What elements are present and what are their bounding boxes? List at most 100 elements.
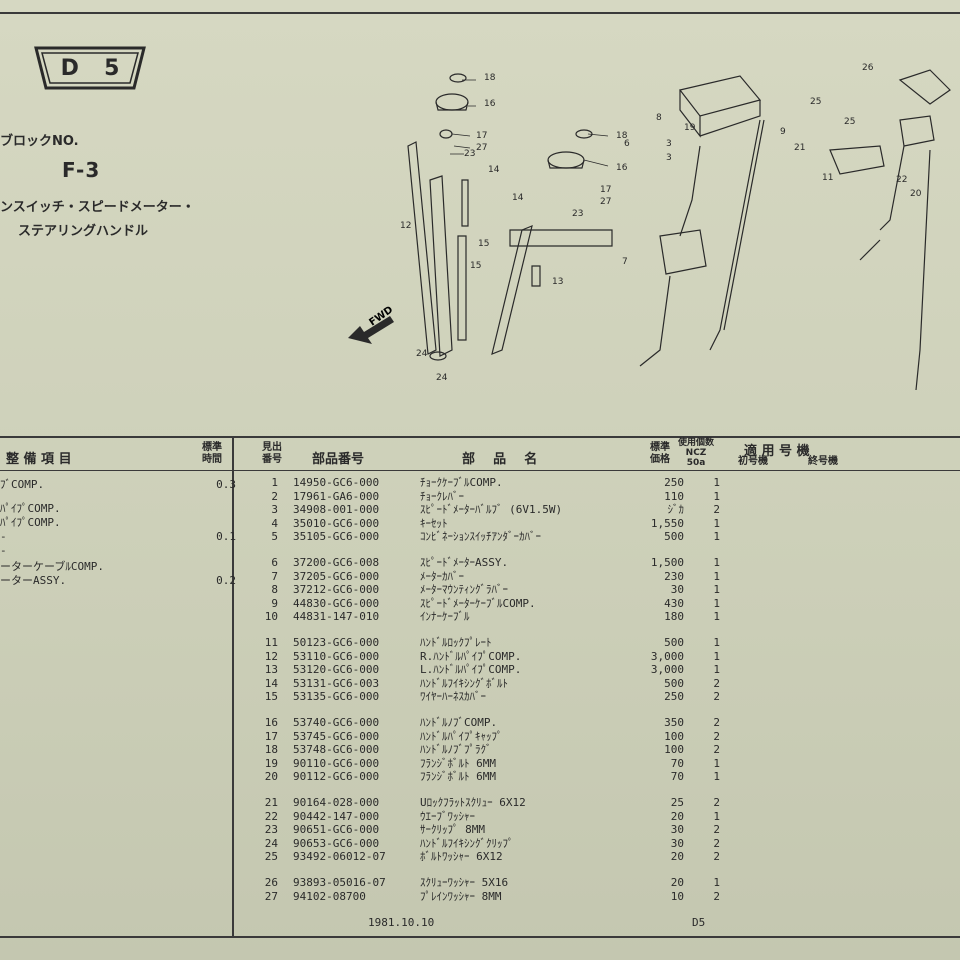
part-number: 34908-001-000 <box>293 503 380 517</box>
part-number: 93492-06012-07 <box>293 850 386 864</box>
quantity: 1 <box>713 596 720 610</box>
part-name: ﾊﾝﾄﾞﾙﾌｲｷｼﾝｸﾞｸﾘｯﾌﾟ <box>420 836 514 850</box>
maintenance-item: ーターASSY. <box>0 574 67 587</box>
ref-number: 18 <box>264 743 278 757</box>
part-number: 17961-GA6-000 <box>293 489 380 503</box>
part-name: ﾒｰﾀｰｶﾊﾞｰ <box>420 569 464 583</box>
std-price: 30 <box>670 836 684 850</box>
part-number: 94102-08700 <box>293 889 366 903</box>
ref-number: 19 <box>264 756 278 770</box>
std-price: 250 <box>664 690 684 704</box>
ref-number: 17 <box>264 729 278 743</box>
ref-number: 25 <box>264 850 278 864</box>
std-price: 500 <box>664 530 684 544</box>
quantity: 2 <box>713 823 720 837</box>
part-name: ﾜｲﾔｰﾊｰﾈｽｶﾊﾞｰ <box>420 690 486 704</box>
part-number: 53748-GC6-000 <box>293 743 380 757</box>
std-price: 25 <box>670 796 684 809</box>
std-price: 10 <box>670 889 684 903</box>
callout-number: 17 <box>600 185 611 195</box>
callout-number: 26 <box>862 63 874 73</box>
ref-number: 3 <box>271 503 278 517</box>
maintenance-time: 0.2 <box>216 574 236 587</box>
quantity: 1 <box>713 489 720 503</box>
part-number: 37205-GC6-000 <box>293 569 380 583</box>
ref-number: 8 <box>271 583 278 597</box>
part-name: ｽﾋﾟｰﾄﾞﾒｰﾀｰｹｰﾌﾞﾙCOMP. <box>420 596 536 610</box>
part-number: 44830-GC6-000 <box>293 596 380 610</box>
part-name: ﾊﾝﾄﾞﾙﾉﾌﾞﾌﾟﾗｸﾞ <box>420 743 492 757</box>
table-bottom-border <box>0 936 960 938</box>
ref-number: 13 <box>264 663 278 677</box>
header-ref-no: 見出 番号 <box>262 442 282 465</box>
part-name: L.ﾊﾝﾄﾞﾙﾊﾟｲﾌﾟCOMP. <box>420 663 522 677</box>
table-row: 19 90110-GC6-000 ﾌﾗﾝｼﾞﾎﾞﾙﾄ 6MM 70 1 <box>0 757 960 771</box>
std-price: 250 <box>664 476 684 489</box>
badge-frame-icon <box>34 46 146 90</box>
quantity: 1 <box>713 569 720 583</box>
maintenance-item: ーターケーブﾙCOMP. <box>0 560 104 573</box>
callout-number: 24 <box>416 349 428 359</box>
quantity: 2 <box>713 716 720 729</box>
callout-number: 25 <box>844 117 855 127</box>
callout-number: 27 <box>600 197 611 207</box>
ref-number: 14 <box>264 676 278 690</box>
badge-left: D <box>60 55 79 81</box>
maintenance-item: - <box>0 544 7 557</box>
part-name: ｳｴｰﾌﾞﾜｯｼｬｰ <box>420 809 475 823</box>
part-name: ﾊﾝﾄﾞﾙﾌｲｷｼﾝｸﾞﾎﾞﾙﾄ <box>420 676 508 690</box>
part-name: ﾌﾗﾝｼﾞﾎﾞﾙﾄ 6MM <box>420 770 496 784</box>
table-top-border <box>0 436 960 438</box>
part-number: 53110-GC6-000 <box>293 649 380 663</box>
callout-number: 18 <box>484 73 496 83</box>
column-divider <box>232 436 234 936</box>
quantity: 1 <box>713 756 720 770</box>
part-name: ﾌﾗﾝｼﾞﾎﾞﾙﾄ 6MM <box>420 756 496 770</box>
quantity: 1 <box>713 583 720 597</box>
quantity: 2 <box>713 690 720 704</box>
callout-number: 7 <box>622 257 628 267</box>
maintenance-item: ﾊﾟｲﾌﾟCOMP. <box>0 502 61 515</box>
ref-number: 5 <box>271 530 278 544</box>
header-first-model: 初号機 <box>738 456 768 467</box>
maintenance-time: 0.3 <box>216 478 236 491</box>
part-name: ｲﾝﾅｰｹｰﾌﾞﾙ <box>420 610 470 624</box>
std-price: 430 <box>664 596 684 610</box>
callout-number: 15 <box>478 239 489 249</box>
ref-number: 27 <box>264 889 278 903</box>
ref-number: 24 <box>264 836 278 850</box>
quantity: 2 <box>713 503 720 517</box>
quantity: 1 <box>713 610 720 624</box>
callout-number: 16 <box>616 163 628 173</box>
quantity: 2 <box>713 796 720 809</box>
std-price: ｼﾞｶ <box>667 503 685 517</box>
callout-number: 27 <box>476 143 487 153</box>
header-models: 適 用 号 機 <box>744 444 810 459</box>
std-price: 70 <box>670 756 684 770</box>
std-price: 500 <box>664 636 684 649</box>
quantity: 2 <box>713 850 720 864</box>
part-name: ｽﾋﾟｰﾄﾞﾒｰﾀｰﾊﾞﾙﾌﾞ (6V1.5W) <box>420 503 563 517</box>
ref-number: 15 <box>264 690 278 704</box>
std-price: 500 <box>664 676 684 690</box>
quantity: 1 <box>713 530 720 544</box>
quantity: 2 <box>713 729 720 743</box>
callout-number: 22 <box>896 175 907 185</box>
part-number: 90110-GC6-000 <box>293 756 380 770</box>
callout-number: 25 <box>810 97 821 107</box>
header-std-time: 標準 時間 <box>202 442 222 465</box>
header-maint-item: 整 備 項 目 <box>6 452 72 467</box>
part-name: Uﾛｯｸﾌﾗｯﾄｽｸﾘｭｰ 6X12 <box>420 796 526 809</box>
part-number: 44831-147-010 <box>293 610 380 624</box>
block-title-line1: ンスイッチ・スピードメーター・ <box>0 200 195 215</box>
part-name: ﾊﾝﾄﾞﾙﾛｯｸﾌﾟﾚｰﾄ <box>420 636 492 649</box>
